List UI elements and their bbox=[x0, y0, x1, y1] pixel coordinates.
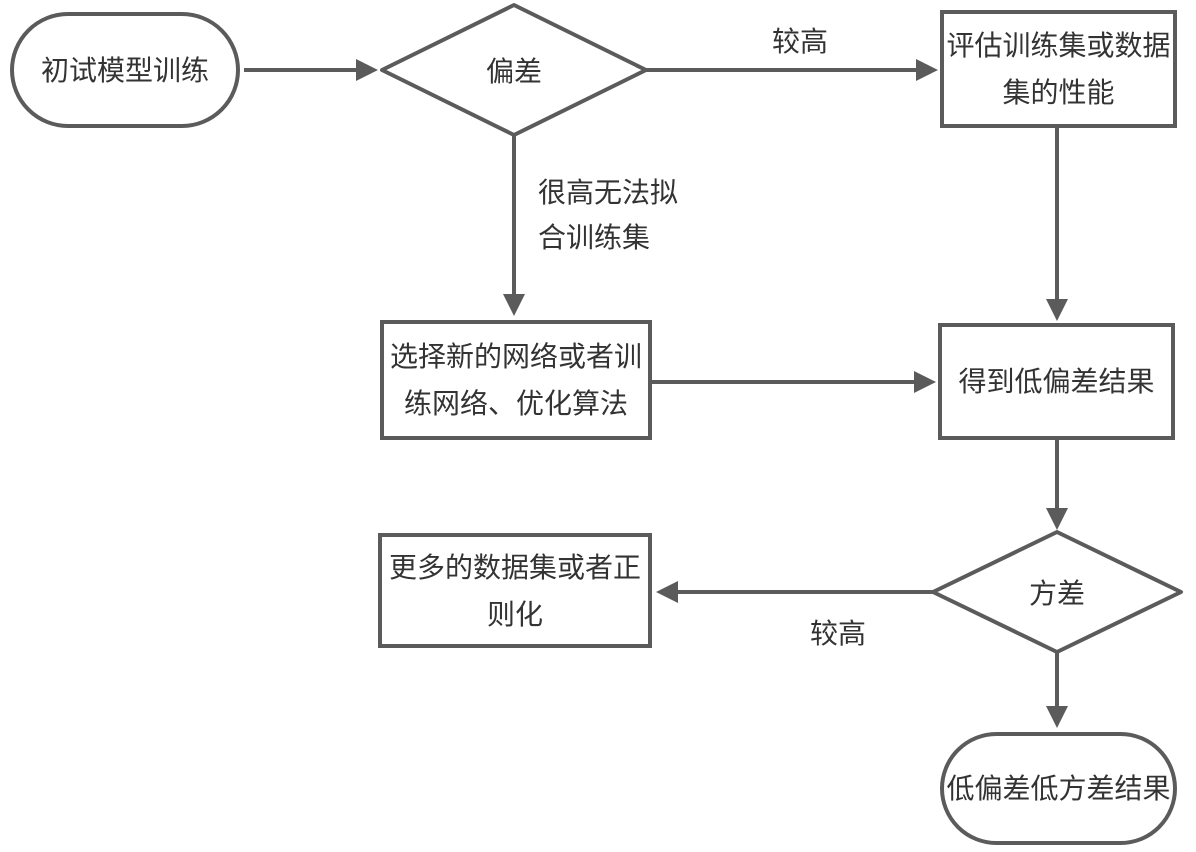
edge-label-variance-high: 较高 bbox=[809, 618, 866, 649]
node-new-network-label-line-1: 选择新的网络或者训 bbox=[389, 341, 642, 372]
node-choose-new-network: 选择新的网络或者训 练网络、优化算法 bbox=[380, 320, 652, 440]
arrowhead-variance-to-more-data bbox=[656, 581, 678, 603]
arrowhead-low-bias-to-variance bbox=[1046, 508, 1068, 530]
node-more-data-label-line-1: 更多的数据集或者正 bbox=[388, 551, 641, 583]
variance-decision-label: 方差 bbox=[1028, 578, 1085, 609]
node-start-initial-model-training: 初试模型训练 bbox=[10, 12, 240, 128]
edge-label-bias-very-high: 很高无法拟 合训练集 bbox=[538, 170, 708, 260]
edge-label-bias-very-high-line-1: 很高无法拟 bbox=[538, 177, 679, 208]
node-end-low-bias-low-variance-result: 低偏差低方差结果 bbox=[940, 732, 1177, 845]
edge-label-bias-high: 较高 bbox=[771, 26, 828, 57]
node-new-network-label-line-2: 练网络、优化算法 bbox=[403, 388, 628, 419]
node-end-label: 低偏差低方差结果 bbox=[946, 773, 1171, 804]
arrowhead-evaluate-to-low-bias bbox=[1046, 299, 1068, 321]
arrowhead-start-to-bias bbox=[356, 59, 378, 81]
node-low-bias-result: 得到低偏差结果 bbox=[938, 323, 1175, 440]
node-evaluate-label-line-2: 集的性能 bbox=[1002, 77, 1115, 108]
node-start-label: 初试模型训练 bbox=[40, 54, 209, 86]
node-more-data-or-regularization: 更多的数据集或者正 则化 bbox=[378, 533, 652, 648]
arrowhead-new-network-to-low-bias bbox=[914, 371, 936, 393]
node-evaluate-training-set-performance: 评估训练集或数据 集的性能 bbox=[940, 10, 1177, 128]
arrowhead-variance-to-end bbox=[1046, 706, 1068, 728]
edge-label-bias-very-high-line-2: 合训练集 bbox=[538, 222, 651, 253]
node-evaluate-label-line-1: 评估训练集或数据 bbox=[946, 30, 1171, 61]
bias-decision-label: 偏差 bbox=[485, 56, 542, 87]
node-low-bias-label: 得到低偏差结果 bbox=[958, 366, 1155, 397]
arrowhead-bias-to-evaluate bbox=[916, 59, 938, 81]
node-more-data-label-line-2: 则化 bbox=[486, 598, 543, 630]
arrowhead-bias-to-new-network bbox=[503, 294, 525, 316]
